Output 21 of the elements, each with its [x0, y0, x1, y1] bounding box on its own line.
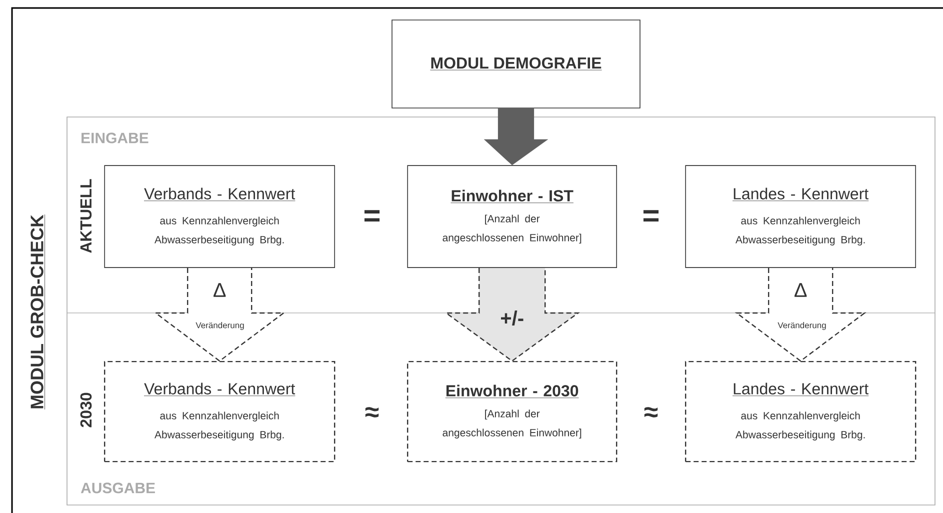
block-arrow [734, 267, 866, 362]
equals-sign: = [364, 210, 380, 222]
dashed-box: Landes - Kennwert aus Kennzahlenvergleich Abwasserbeseitigung Brbg. [685, 360, 916, 462]
edge-label: Δ [214, 283, 226, 297]
arrow-text: Veränderung [778, 322, 826, 330]
side-title: MODUL GROB-CHECK [30, 214, 45, 410]
value-box: Verbands - Kennwert aus Kennzahlenvergleich Abwasserbeseitigung Brbg. [104, 165, 335, 268]
approx-sign: ≈ [644, 407, 658, 418]
approx-sign: ≈ [365, 407, 379, 418]
value-box: Landes - Kennwert aus Kennzahlenvergleich Abwasserbeseitigung Brbg. [685, 165, 916, 268]
edge-label: Δ [794, 283, 807, 297]
dashed-box: Verbands - Kennwert aus Kennzahlenvergleich Abwasserbeseitigung Brbg. [104, 360, 336, 462]
block-arrow [154, 267, 286, 362]
module-box: MODUL DEMOGRAFIE [392, 20, 640, 108]
block-arrow [484, 108, 548, 166]
equals-sign: = [643, 210, 659, 222]
block-arrow [444, 267, 580, 362]
arrow-text: Veränderung [196, 322, 244, 330]
edge-label: +/- [501, 310, 524, 326]
value-box: Einwohner - IST [Anzahl der angeschlossenen Einwohner] [407, 165, 617, 268]
dashed-box: Einwohner - 2030 [Anzahl der angeschlossenen Einwohner] [407, 360, 618, 462]
